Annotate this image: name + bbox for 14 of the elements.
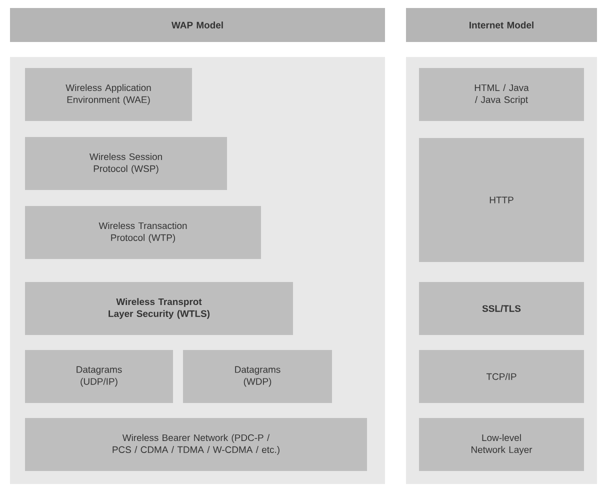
layer-box: Datagrams (WDP): [183, 350, 332, 403]
layer-box: Wireless Bearer Network (PDC-P / PCS / CDMA / TDMA / W-CDMA / etc.): [25, 418, 367, 471]
layer-box: TCP/IP: [419, 350, 584, 403]
header-bar: Internet Model: [406, 8, 597, 42]
layer-box: Wireless Transprot Layer Security (WTLS): [25, 282, 293, 335]
layer-box: Wireless Transaction Protocol (WTP): [25, 206, 261, 259]
layer-box: HTTP: [419, 138, 584, 262]
layer-box: HTML / Java / Java Script: [419, 68, 584, 121]
layer-box: Wireless Application Environment (WAE): [25, 68, 192, 121]
header-bar: WAP Model: [10, 8, 385, 42]
layer-box: Wireless Session Protocol (WSP): [25, 137, 227, 190]
layer-box: SSL/TLS: [419, 282, 584, 335]
layer-box: Low-level Network Layer: [419, 418, 584, 471]
layer-box: Datagrams (UDP/IP): [25, 350, 173, 403]
